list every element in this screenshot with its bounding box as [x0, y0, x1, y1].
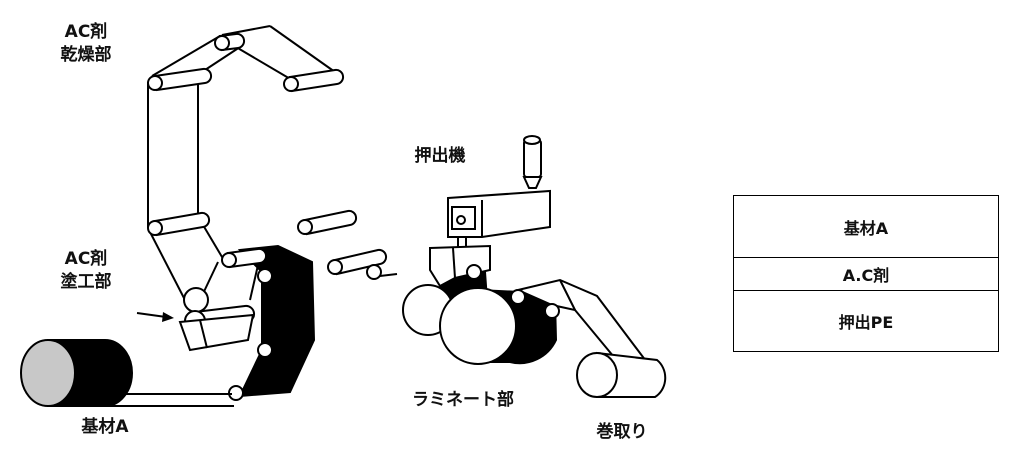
layer-structure-table: 基材A A.C剤 押出PE — [733, 195, 999, 352]
roller — [303, 209, 358, 236]
layer-extruded-pe: 押出PE — [838, 313, 894, 332]
label-winding: 巻取り — [596, 421, 648, 442]
coating-unit — [178, 244, 316, 401]
film-edge — [559, 279, 576, 311]
roller-end — [297, 219, 313, 235]
roller-end — [147, 220, 163, 236]
roller-end — [327, 259, 343, 275]
roller — [226, 247, 268, 269]
roller — [153, 211, 211, 237]
drying-section-web — [147, 25, 336, 301]
guide-roller — [366, 264, 382, 280]
guide-roller — [544, 303, 560, 319]
film-belt — [237, 244, 316, 398]
label-ac-agent: AC剤 — [65, 248, 108, 269]
extruder-port — [456, 215, 466, 225]
guide-roller — [466, 264, 482, 280]
roller-end — [283, 76, 299, 92]
layer-ac-agent: A.C剤 — [734, 258, 998, 291]
coating-arrow-icon — [136, 312, 174, 322]
label-laminating-section: ラミネート部 — [412, 389, 514, 410]
label-extruder: 押出機 — [415, 145, 466, 166]
guide-roller — [257, 342, 273, 358]
guide-roller — [510, 289, 526, 305]
web-line — [249, 264, 259, 301]
extruder-neck — [457, 236, 467, 248]
chill-roll — [439, 287, 517, 365]
roller-end — [147, 75, 163, 91]
die-edge — [452, 247, 456, 279]
pan-edge — [199, 319, 208, 349]
hopper-top — [523, 135, 541, 145]
label-coating-section: 塗工部 — [61, 271, 112, 292]
laminating-unit — [402, 278, 667, 398]
label-drying-section: 乾燥部 — [61, 44, 112, 65]
layer-substrate: 基材A — [734, 196, 998, 258]
roller — [333, 248, 388, 276]
label-substrate: 基材A — [80, 416, 129, 437]
web-line — [379, 273, 398, 277]
drying-rollers — [147, 32, 345, 237]
hopper — [523, 139, 542, 178]
roll-face — [20, 339, 76, 407]
roller — [288, 68, 345, 93]
roller-end — [221, 252, 237, 268]
roller — [153, 67, 213, 92]
roller-end — [214, 35, 230, 51]
rewind-roll — [576, 352, 618, 398]
coating-pan — [178, 313, 255, 352]
substrate-roll — [20, 339, 234, 407]
guide-roller — [257, 268, 273, 284]
guide-rollers — [297, 209, 398, 280]
hopper-neck — [522, 176, 543, 189]
coating-roller — [183, 287, 209, 313]
label-ac-agent: AC剤 — [65, 21, 108, 42]
